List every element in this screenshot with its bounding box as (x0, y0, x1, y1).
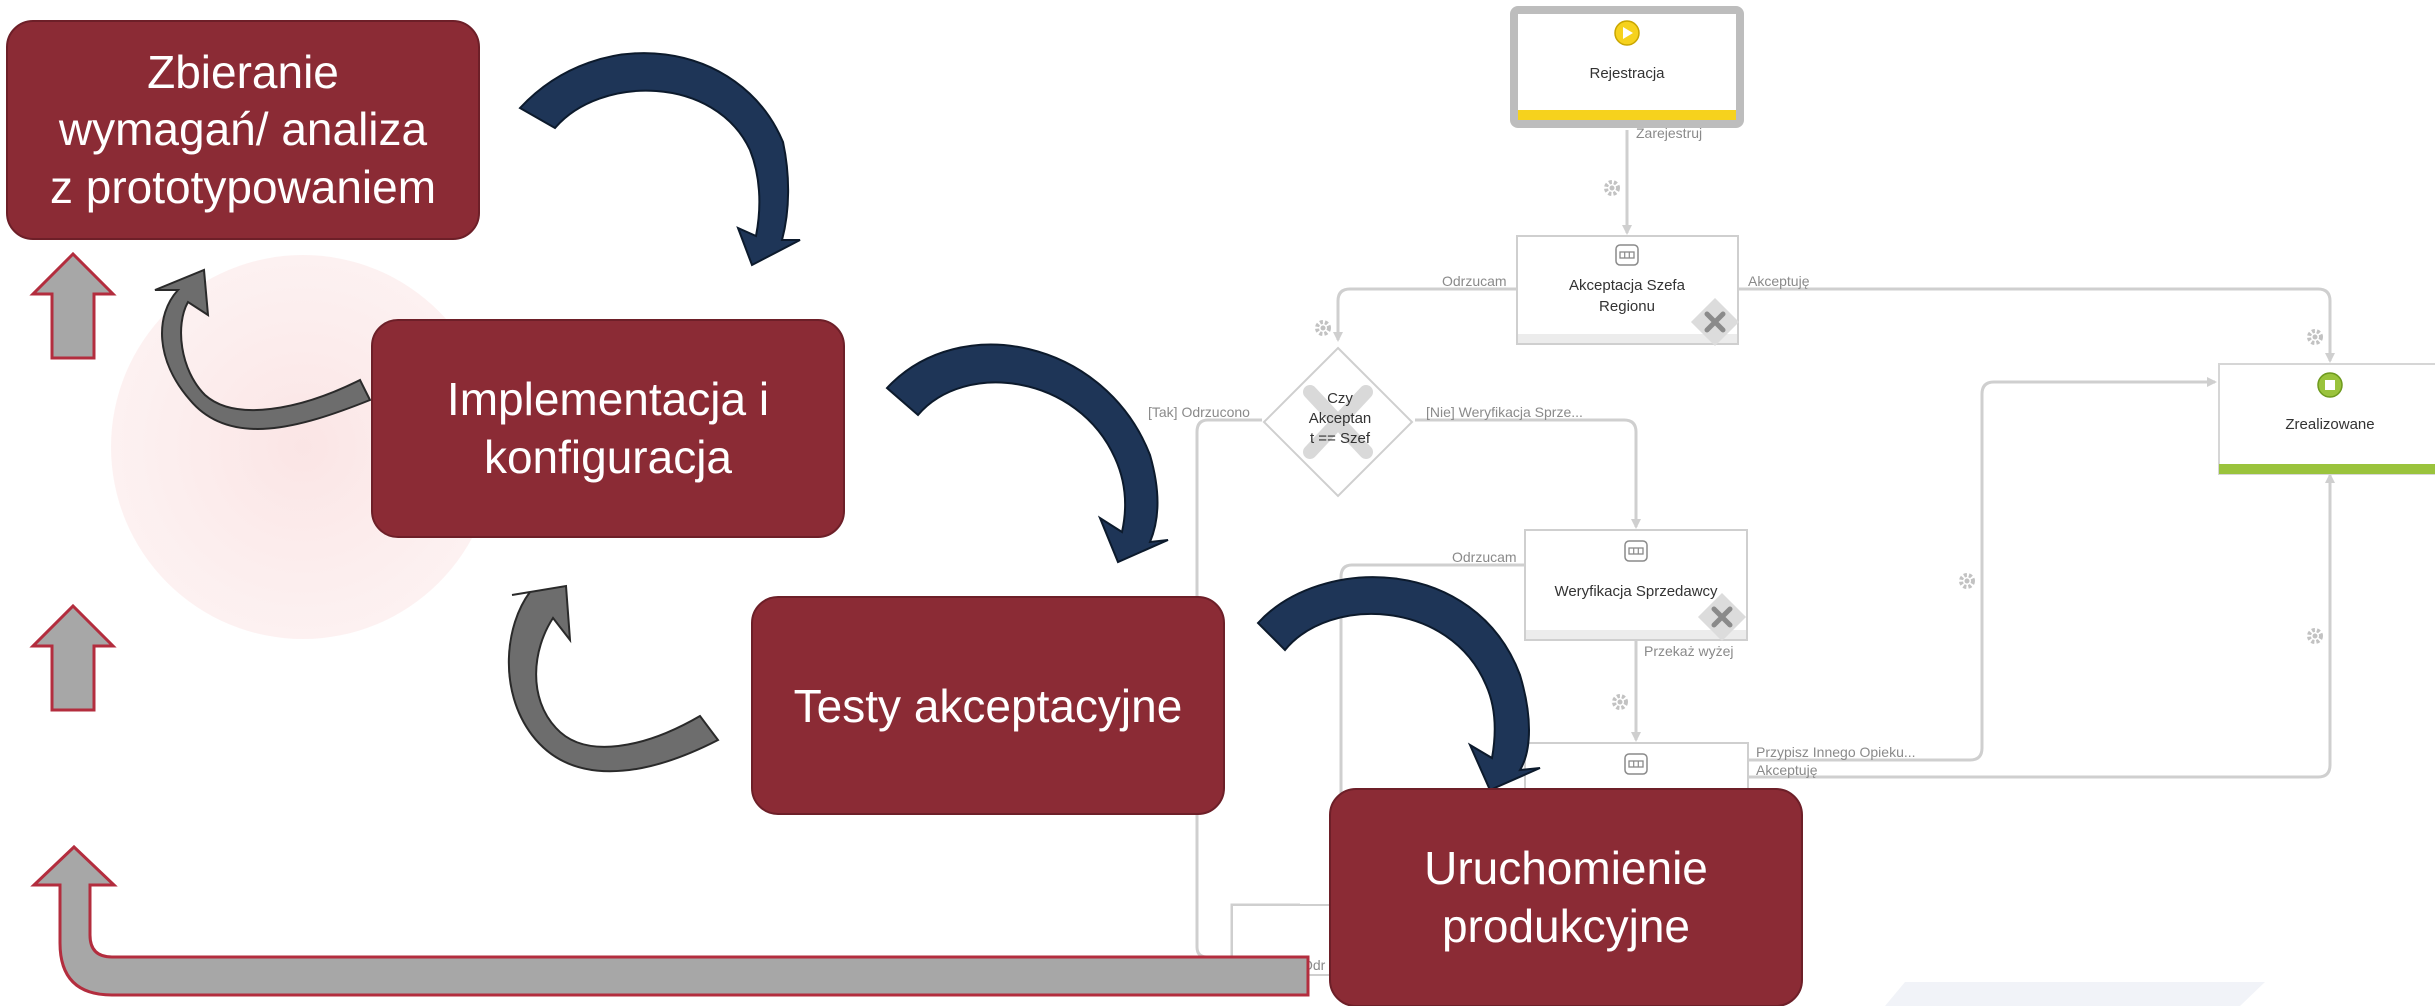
feedback-arrow-icon (154, 268, 372, 430)
feedback-arrow-icon (507, 584, 720, 773)
assign-other-label: Przypisz Innego Opieku... (1756, 744, 1916, 760)
phase-label-line: Testy akceptacyjne (794, 680, 1183, 732)
phase-label-line: produkcyjne (1442, 900, 1690, 952)
phase-label-line: z prototypowaniem (50, 161, 436, 213)
start-status-bar (1518, 110, 1736, 120)
connector-accept-2 (1748, 473, 2335, 779)
phase-implementation[interactable]: Implementacja i konfiguracja (371, 319, 845, 538)
connector-reject-1 (1333, 287, 1517, 342)
workflow-diagram: Rejestracja Zarejestruj Akceptacja Szefa… (1148, 6, 2435, 976)
decision-label-line: Akceptan (1309, 410, 1372, 427)
no-verification-label: [Nie] Weryfikacja Sprze... (1426, 404, 1583, 420)
forward-arrow-icon (1256, 576, 1541, 792)
escalate-label: Przekaż wyżej (1644, 643, 1733, 659)
reject-label: Odrzucam (1442, 273, 1507, 289)
connector-no-verification (1415, 418, 1641, 529)
phase-requirements[interactable]: Zbieranie wymagań/ analiza z prototypowa… (6, 20, 480, 240)
task-label: Weryfikacja Sprzedawcy (1554, 583, 1718, 600)
phase-label-line: Zbieranie (147, 46, 339, 98)
up-arrow-icon (29, 251, 117, 360)
gear-icon[interactable] (1604, 180, 1620, 196)
gear-icon[interactable] (1959, 573, 1975, 589)
phase-testing[interactable]: Testy akceptacyjne (751, 596, 1225, 815)
decision-label-line: t == Szef (1310, 430, 1371, 447)
connector-assign-other (1748, 377, 2217, 762)
connector-accept-1 (1738, 287, 2335, 363)
return-arrow-large (30, 844, 1310, 997)
gear-icon[interactable] (2307, 628, 2323, 644)
background-decor-shape (1885, 982, 2265, 1006)
workflow-decision-gateway[interactable]: Czy Akceptan t == Szef (1262, 346, 1414, 498)
up-arrow-icon (29, 603, 117, 712)
forward-arrow-icon (518, 52, 801, 267)
phase-label-line: Uruchomienie (1424, 842, 1708, 894)
end-status-bar (2219, 464, 2435, 474)
gear-icon[interactable] (1315, 320, 1331, 336)
gear-icon[interactable] (2307, 329, 2323, 345)
task-icon (1624, 753, 1648, 775)
yes-rejected-label: [Tak] Odrzucono (1148, 404, 1250, 420)
task-label-line: Regionu (1599, 298, 1655, 315)
cancel-icon (1303, 385, 1373, 459)
connector-reject-2 (1339, 563, 1525, 800)
workflow-task-seller-verification[interactable]: Weryfikacja Sprzedawcy (1524, 529, 1747, 641)
task-label-line: Akceptacja Szefa (1569, 277, 1686, 294)
task-icon (1624, 540, 1648, 562)
end-node-label: Zrealizowane (2285, 416, 2374, 433)
phase-label-line: konfiguracja (484, 431, 732, 483)
accept-label: Akceptuję (1756, 762, 1818, 778)
workflow-start-node[interactable]: Rejestracja (1510, 6, 1744, 128)
phase-deployment[interactable]: Uruchomienie produkcyjne (1329, 788, 1803, 1006)
gear-icon[interactable] (1612, 694, 1628, 710)
start-node-label: Rejestracja (1589, 65, 1665, 82)
workflow-end-node[interactable]: Zrealizowane (2218, 363, 2435, 475)
phase-label-line: Implementacja i (447, 373, 769, 425)
register-transition-label: Zarejestruj (1636, 125, 1702, 141)
reject-label: Odrzucam (1452, 549, 1517, 565)
accept-label: Akceptuję (1748, 273, 1810, 289)
phase-label-line: wymagań/ analiza (58, 103, 428, 155)
forward-arrow-icon (885, 343, 1169, 564)
workflow-task-regional-approval[interactable]: Akceptacja Szefa Regionu (1516, 235, 1739, 346)
task-icon (1615, 244, 1639, 266)
decision-label-line: Czy (1327, 390, 1353, 407)
